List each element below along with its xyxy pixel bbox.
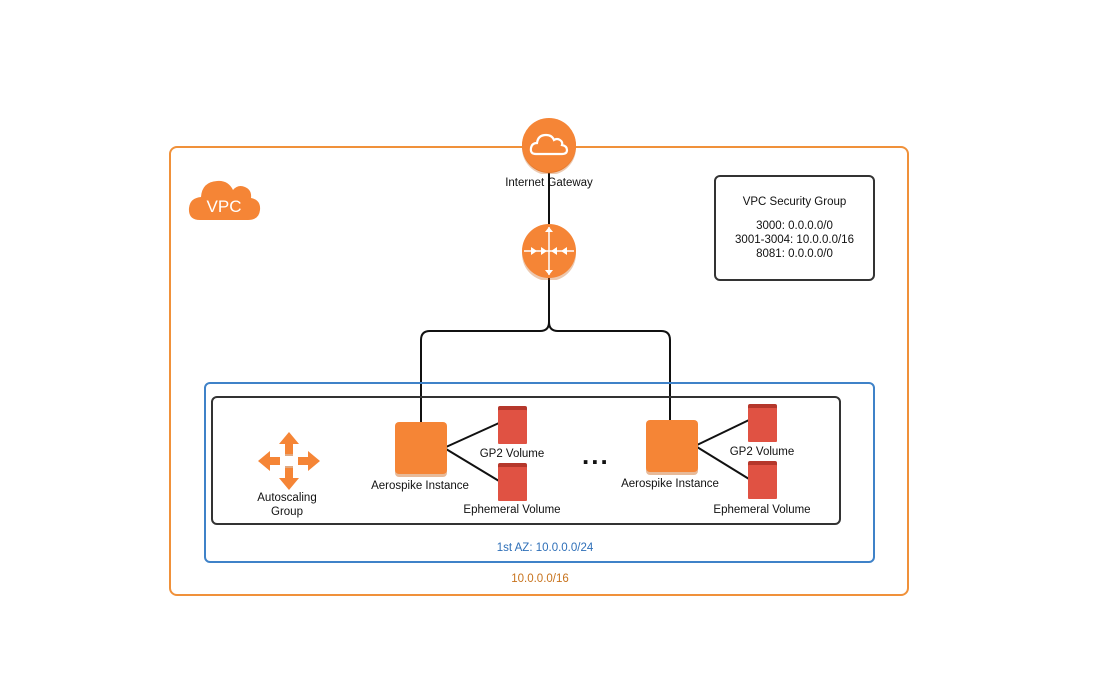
ephemeral-volume-icon [748,461,777,499]
vpc-cidr-label: 10.0.0.0/16 [511,573,569,585]
ephemeral-volume-label: Ephemeral Volume [463,504,561,516]
security-rule: 8081: 0.0.0.0/0 [756,248,833,260]
instance1-ephemeral-link [445,448,500,482]
router-instance2-link [548,321,671,420]
gp2-volume-icon [498,406,527,444]
gp2-volume-label: GP2 Volume [479,448,545,460]
security-rule: 3001-3004: 10.0.0.0/16 [735,234,854,246]
ephemeral-volume-icon [498,463,527,501]
instance2-ephemeral-link [696,446,750,480]
more-instances-ellipsis: ... [582,440,610,470]
ephemeral-volume-label: Ephemeral Volume [713,504,811,516]
availability-zone-container [204,382,875,563]
internet-gateway-icon [522,118,576,174]
instance2-gp2-link [696,419,750,446]
aerospike-instance-label: Aerospike Instance [621,478,719,490]
aerospike-instance-icon [646,420,698,475]
vpc-cloud-icon: VPC [188,180,261,220]
aerospike-instance-label: Aerospike Instance [371,480,469,492]
vpc-badge-text: VPC [207,197,242,216]
aerospike-instance-icon [395,422,447,477]
autoscaling-group-container [211,396,841,525]
autoscaling-label-line1: Autoscaling [257,492,317,504]
instance1-gp2-link [445,422,500,448]
autoscaling-icon [258,432,320,490]
autoscaling-label-line2: Group [271,506,303,518]
internet-gateway-label: Internet Gateway [505,177,593,189]
router-icon [522,224,576,280]
security-rule: 3000: 0.0.0.0/0 [756,220,833,232]
security-group-box: VPC Security Group 3000: 0.0.0.0/0 3001-… [714,175,875,281]
gp2-volume-icon [748,404,777,442]
availability-zone-label: 1st AZ: 10.0.0.0/24 [496,542,594,554]
security-group-title: VPC Security Group [742,196,847,208]
gp2-volume-label: GP2 Volume [729,446,795,458]
